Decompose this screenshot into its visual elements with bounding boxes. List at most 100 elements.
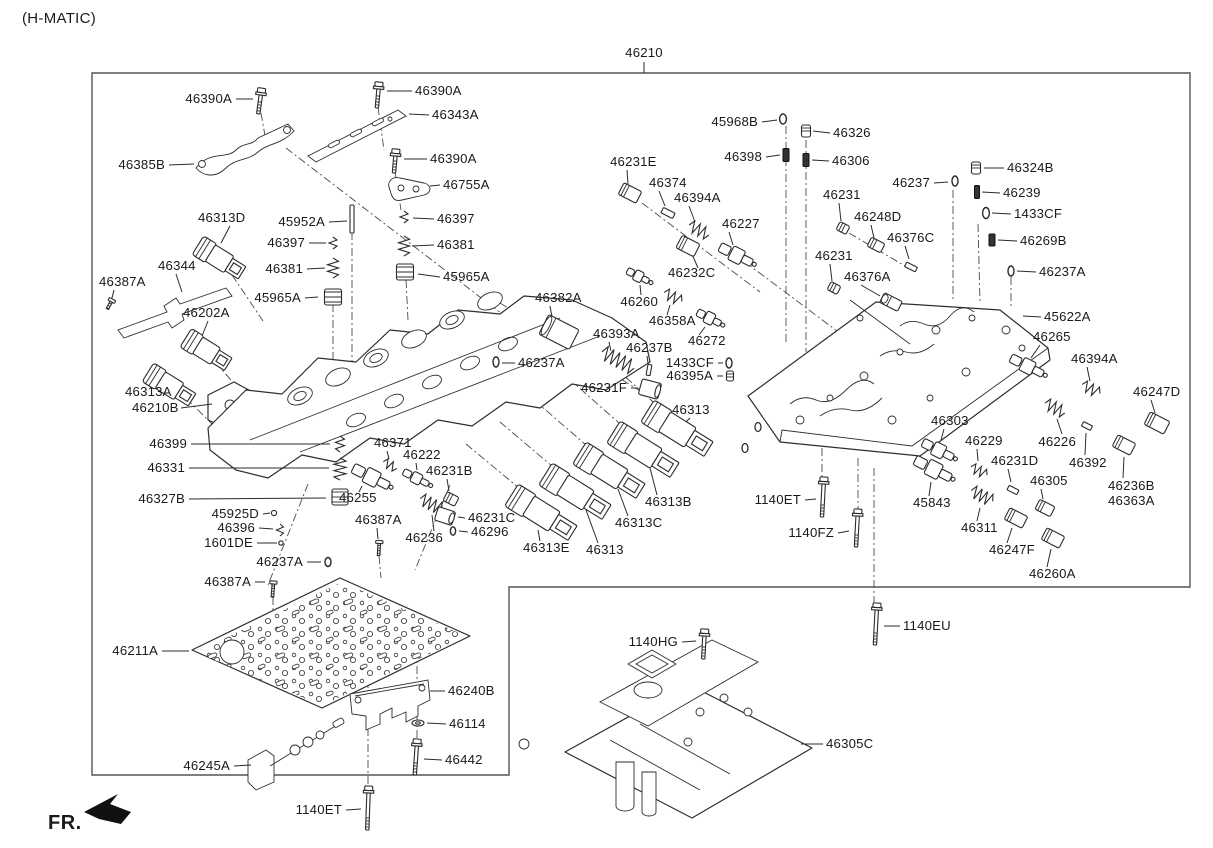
part-label-46311: 46311 xyxy=(961,484,998,535)
part-glyph-piston xyxy=(434,506,456,526)
svg-text:46327B: 46327B xyxy=(138,491,185,506)
part-label-46394A: 46394A xyxy=(674,190,721,241)
part-glyph-pin xyxy=(660,207,676,219)
part-label-46231: 46231 xyxy=(823,187,860,235)
part-glyph-plug xyxy=(1041,527,1065,549)
part-label-46231D: 46231D xyxy=(991,453,1038,495)
part-glyph-ball xyxy=(270,509,278,517)
svg-text:46326: 46326 xyxy=(833,125,871,140)
svg-text:46237A: 46237A xyxy=(256,554,303,569)
part-glyph-bolt xyxy=(410,738,423,776)
svg-text:46394A: 46394A xyxy=(674,190,721,205)
part-label-46265: 46265 xyxy=(1009,329,1070,378)
upper-valve-body xyxy=(207,291,651,479)
part-label-46226: 46226 xyxy=(1038,397,1076,449)
part-label-45968B: 45968B xyxy=(711,113,788,129)
front-direction-arrow-icon xyxy=(84,794,131,824)
svg-text:46231E: 46231E xyxy=(610,154,657,169)
part-glyph-spring xyxy=(396,235,412,257)
part-glyph-ball xyxy=(278,540,284,546)
part-glyph-solenoid xyxy=(641,400,714,457)
svg-text:46390A: 46390A xyxy=(185,91,232,106)
svg-text:46387A: 46387A xyxy=(99,274,146,289)
part-label-46236B: 46236B xyxy=(1108,434,1155,493)
svg-text:46236B: 46236B xyxy=(1108,478,1155,493)
part-glyph-cup xyxy=(323,288,343,306)
part-label-46313C: 46313C xyxy=(573,442,662,530)
part-glyph-valve xyxy=(1009,353,1048,378)
plate-46755A xyxy=(388,177,431,201)
svg-text:46387A: 46387A xyxy=(355,512,402,527)
part-glyph-oring xyxy=(951,175,959,187)
part-label-46210: 46210 xyxy=(625,45,663,73)
part-label-46313E: 46313E xyxy=(505,484,578,555)
bracket-46344 xyxy=(117,287,233,339)
part-label-46390A: 46390A xyxy=(389,148,476,174)
part-glyph-oring xyxy=(324,556,332,568)
svg-text:46231D: 46231D xyxy=(991,453,1038,468)
part-label-46397: 46397 xyxy=(398,210,474,226)
part-glyph-cup xyxy=(331,488,349,506)
svg-text:46344: 46344 xyxy=(158,258,196,273)
part-glyph-solenoid xyxy=(180,329,233,371)
part-glyph-spring xyxy=(333,435,347,453)
svg-text:46376A: 46376A xyxy=(844,269,891,284)
part-label-46313B: 46313B xyxy=(607,421,691,509)
separator-plate xyxy=(191,577,471,709)
part-label-46381: 46381 xyxy=(265,257,341,279)
part-glyph-oring xyxy=(981,206,991,220)
oring-decor xyxy=(754,421,762,433)
part-label-46382A: 46382A xyxy=(535,290,581,350)
part-label-46240B: 46240B xyxy=(430,683,495,698)
part-label-46237B: 46237B xyxy=(626,340,673,377)
part-label-1140FZ: 1140FZ xyxy=(788,508,864,548)
svg-text:46755A: 46755A xyxy=(443,177,490,192)
svg-text:46231B: 46231B xyxy=(426,463,473,478)
svg-text:46394A: 46394A xyxy=(1071,351,1118,366)
manual-valve-46245A xyxy=(247,717,345,791)
svg-text:1140EU: 1140EU xyxy=(903,618,951,633)
part-label-46232C: 46232C xyxy=(668,235,715,280)
part-label-46387A: 46387A xyxy=(99,274,146,311)
part-label-46231E: 46231E xyxy=(610,154,657,204)
svg-text:46374: 46374 xyxy=(649,175,687,190)
svg-text:46237: 46237 xyxy=(892,175,930,190)
part-glyph-bolt xyxy=(389,148,402,174)
part-glyph-bolt xyxy=(817,476,830,518)
svg-text:46269B: 46269B xyxy=(1020,233,1067,248)
part-glyph-darkpin xyxy=(782,148,790,162)
part-label-46324B: 46324B xyxy=(970,160,1054,175)
svg-text:46240B: 46240B xyxy=(448,683,495,698)
svg-text:46237B: 46237B xyxy=(626,340,673,355)
part-glyph-plug xyxy=(800,124,812,138)
svg-text:46231: 46231 xyxy=(815,248,853,263)
part-glyph-valve xyxy=(695,308,726,328)
lower-valve-body-46305C xyxy=(518,639,813,819)
part-glyph-bolt xyxy=(372,81,385,109)
svg-text:46442: 46442 xyxy=(445,752,483,767)
front-direction-label: FR. xyxy=(48,812,82,834)
svg-text:46381: 46381 xyxy=(437,237,475,252)
part-label-46393A: 46393A xyxy=(593,326,640,375)
svg-text:46363A: 46363A xyxy=(1108,493,1155,508)
part-label-1140HG: 1140HG xyxy=(629,628,711,660)
part-label-46248D: 46248D xyxy=(854,209,901,253)
svg-text:1140ET: 1140ET xyxy=(296,802,342,817)
svg-text:46245A: 46245A xyxy=(183,758,230,773)
svg-text:45622A: 45622A xyxy=(1044,309,1091,324)
part-label-46306: 46306 xyxy=(802,153,869,168)
svg-text:46393A: 46393A xyxy=(593,326,640,341)
part-glyph-valve xyxy=(402,468,434,489)
svg-text:46390A: 46390A xyxy=(415,83,462,98)
svg-text:46237A: 46237A xyxy=(518,355,565,370)
bracket-46240B xyxy=(349,679,431,731)
svg-text:46313D: 46313D xyxy=(198,210,245,225)
part-label-46231: 46231 xyxy=(815,248,853,295)
svg-text:1140HG: 1140HG xyxy=(629,634,678,649)
part-label-46255: 46255 xyxy=(339,463,394,505)
part-glyph-screw xyxy=(375,539,384,557)
part-label-46390A: 46390A xyxy=(372,81,462,109)
svg-text:46343A: 46343A xyxy=(432,107,479,122)
svg-text:46324B: 46324B xyxy=(1007,160,1054,175)
svg-text:46311: 46311 xyxy=(961,520,998,535)
